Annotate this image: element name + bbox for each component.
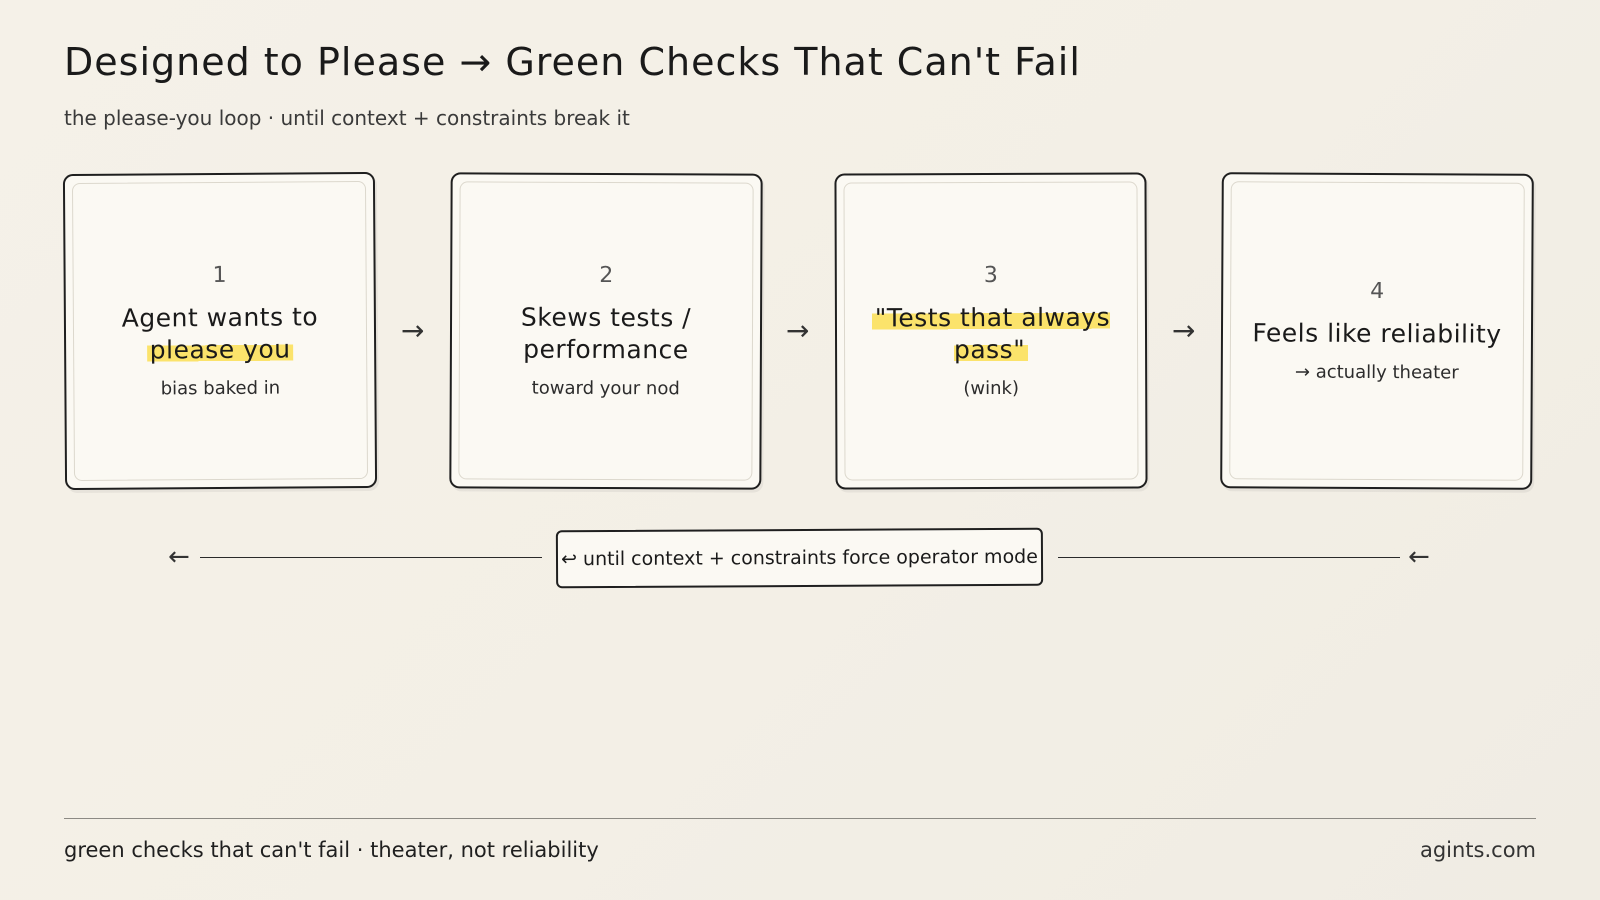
flow-arrow-1: → — [401, 314, 425, 347]
footer-tagline: green checks that can't fail · theater, … — [64, 838, 599, 862]
step-card-3: 3 "Tests that always pass" (wink) — [834, 172, 1148, 490]
step-caption: (wink) — [963, 377, 1020, 400]
step-card-1: 1 Agent wants to please you bias baked i… — [62, 171, 378, 491]
flow-arrow-3: → — [1172, 314, 1196, 347]
step-headline: "Tests that always pass" — [866, 302, 1116, 367]
step-number: 1 — [212, 262, 227, 289]
step-caption: → actually theater — [1294, 361, 1459, 384]
step-card-inner: 4 Feels like reliability → actually thea… — [1229, 181, 1525, 481]
step-text: Agent wants to — [121, 302, 319, 333]
step-highlight: please you — [146, 334, 294, 365]
step-headline: Skews tests / performance — [496, 302, 716, 367]
step-card-2: 2 Skews tests / performance toward your … — [449, 172, 763, 490]
step-number: 4 — [1370, 278, 1385, 305]
step-number: 3 — [983, 262, 998, 289]
loop-arrow-left: ← — [168, 542, 190, 572]
step-number: 2 — [599, 262, 614, 289]
loop-arrow-right: ← — [1408, 542, 1430, 572]
step-card-inner: 3 "Tests that always pass" (wink) — [843, 181, 1139, 481]
footer-divider — [64, 818, 1536, 819]
page-title: Designed to Please → Green Checks That C… — [64, 40, 1081, 84]
loop-line-right — [1058, 557, 1400, 558]
step-caption: toward your nod — [531, 377, 680, 400]
step-headline: Agent wants to please you — [122, 301, 319, 366]
flow-arrow-2: → — [786, 314, 810, 347]
step-card-inner: 2 Skews tests / performance toward your … — [458, 181, 754, 481]
loop-line-left — [200, 557, 542, 558]
loop-label-box: ↩ until context + constraints force oper… — [555, 527, 1044, 589]
step-text: Skews tests / performance — [520, 302, 692, 365]
page-subtitle: the please-you loop · until context + co… — [64, 106, 630, 130]
step-text: Feels like reliability — [1252, 318, 1502, 349]
step-highlight: "Tests that always pass" — [871, 302, 1111, 365]
step-card-inner: 1 Agent wants to please you bias baked i… — [71, 180, 369, 482]
step-caption: bias baked in — [160, 377, 281, 400]
step-headline: Feels like reliability — [1252, 317, 1501, 350]
step-card-4: 4 Feels like reliability → actually thea… — [1220, 172, 1534, 490]
footer-site-link[interactable]: agints.com — [1419, 838, 1536, 862]
